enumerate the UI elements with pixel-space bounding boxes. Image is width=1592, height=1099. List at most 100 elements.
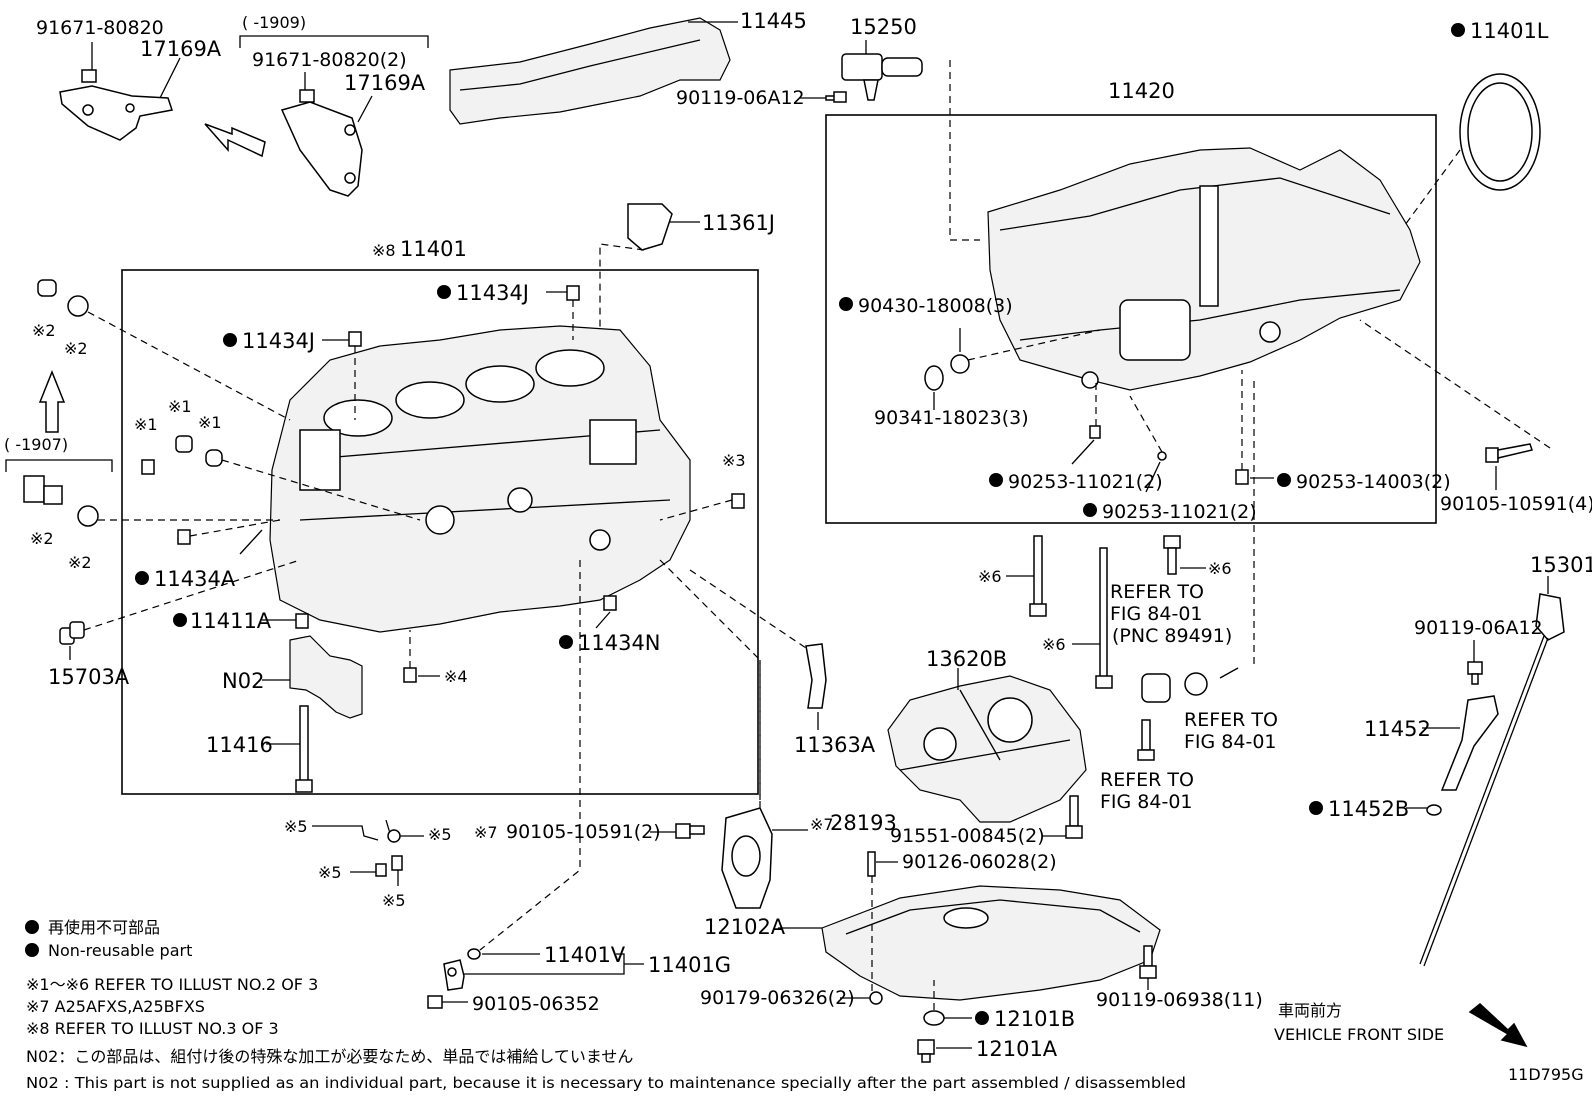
label-m7a: ※7 bbox=[474, 823, 498, 842]
label-90105-06352: 90105-06352 bbox=[472, 993, 600, 1015]
label-m5d: ※5 bbox=[382, 891, 406, 910]
oil-pressure-switch bbox=[23, 475, 63, 505]
dot-11401l bbox=[1451, 23, 1465, 37]
pin-90253-11021-a bbox=[1089, 425, 1101, 439]
label-11411a: 11411A bbox=[190, 609, 272, 633]
dash-m2 bbox=[87, 311, 291, 421]
legend-en: Non-reusable part bbox=[48, 941, 192, 960]
dowel-11434j-1 bbox=[566, 285, 580, 301]
label-90105-10591-2: 90105-10591(2) bbox=[506, 821, 661, 843]
pin-90253-11021-b bbox=[1157, 451, 1167, 461]
label-11361j: 11361J bbox=[702, 211, 775, 235]
dot-11434j-1 bbox=[437, 285, 451, 299]
bolt-11416 bbox=[295, 705, 313, 793]
label-m5b: ※5 bbox=[428, 825, 452, 844]
engine-hanger-bracket-left bbox=[59, 69, 173, 141]
nut-90179 bbox=[869, 991, 883, 1005]
plug-12101a bbox=[917, 1039, 935, 1063]
label-11401: 11401 bbox=[400, 237, 467, 261]
union-11401g bbox=[443, 959, 465, 991]
gasket-12101b bbox=[923, 1010, 945, 1026]
label-11363a: 11363A bbox=[794, 733, 876, 757]
dash-15250 bbox=[949, 60, 980, 241]
label-m2a: ※2 bbox=[32, 321, 56, 340]
dot-12101b bbox=[975, 1011, 989, 1025]
leader-17169a-right bbox=[357, 95, 373, 123]
label-13620b: 13620B bbox=[926, 647, 1007, 671]
leader-pin-a bbox=[1071, 439, 1095, 465]
dash-pin-b bbox=[1129, 395, 1163, 453]
label-12101b: 12101B bbox=[994, 1007, 1075, 1031]
label-11434n: 11434N bbox=[578, 631, 661, 655]
oring-11452b bbox=[1426, 804, 1442, 816]
dot-90253-c bbox=[1277, 473, 1291, 487]
bolt-90105-10591-2 bbox=[675, 823, 705, 839]
dowel-m4 bbox=[403, 667, 417, 683]
legend-dot-jp bbox=[25, 920, 39, 934]
label-m6a: ※6 bbox=[978, 567, 1002, 586]
note-1-6: ※1～※6 REFER TO ILLUST NO.2 OF 3 bbox=[26, 975, 318, 994]
pin-m1a bbox=[141, 459, 155, 475]
dash-11361j bbox=[599, 243, 645, 340]
dot-11434j-2 bbox=[223, 333, 237, 347]
note-n02-en: N02 : This part is not supplied as an in… bbox=[26, 1074, 1186, 1092]
label-m1a: ※1 bbox=[134, 415, 158, 434]
label-90430: 90430-18008(3) bbox=[858, 295, 1013, 317]
label-90119-06938: 90119-06938(11) bbox=[1096, 989, 1263, 1011]
oil-pan-no1-11420 bbox=[987, 147, 1421, 391]
bolt-91551 bbox=[1065, 795, 1083, 839]
oil-control-valve-15250 bbox=[841, 53, 923, 101]
seal-m2d bbox=[77, 505, 99, 527]
leader-11434n bbox=[595, 611, 611, 629]
dash-block-right bbox=[659, 559, 761, 800]
diagram-code: 11D795G bbox=[1508, 1065, 1584, 1084]
dot-90430 bbox=[839, 297, 853, 311]
legend-dot-en bbox=[25, 943, 39, 957]
clamp-m5a bbox=[346, 825, 379, 841]
bolt-90119-06938 bbox=[1139, 945, 1157, 979]
label-90105-10591-4: 90105-10591(4) bbox=[1440, 493, 1592, 515]
dash-bolt-4 bbox=[1359, 319, 1551, 449]
label-refer3b: FIG 84-01 bbox=[1100, 791, 1193, 813]
range-bracket-1907 bbox=[5, 459, 113, 472]
dash-15703a bbox=[83, 559, 301, 631]
dot-11452b bbox=[1309, 801, 1323, 815]
label-refer3: REFER TO bbox=[1100, 769, 1194, 791]
legend-jp: 再使用不可部品 bbox=[48, 918, 160, 937]
dowel-11434n bbox=[603, 595, 617, 611]
dot-11411a bbox=[173, 613, 187, 627]
label-11434j-2: 11434J bbox=[242, 329, 315, 353]
label-90253-b: 90253-11021(2) bbox=[1102, 501, 1257, 523]
plug-m1b bbox=[175, 435, 193, 453]
label-refer2: REFER TO bbox=[1184, 709, 1278, 731]
label-refer1c: (PNC 89491) bbox=[1112, 625, 1232, 647]
cylinder-block-11401 bbox=[269, 325, 691, 633]
dowel-11434a bbox=[177, 529, 191, 545]
label-n02: N02 bbox=[222, 669, 264, 693]
bolt-90119-06a12-right bbox=[1467, 661, 1483, 685]
label-11401g: 11401G bbox=[648, 953, 731, 977]
label-m5c: ※5 bbox=[318, 863, 342, 882]
pin-90253-14003 bbox=[1235, 469, 1249, 485]
label-11445: 11445 bbox=[740, 9, 807, 33]
range-bracket-1909 bbox=[239, 35, 429, 48]
gasket-28193 bbox=[721, 807, 773, 909]
label-90119-06a12-right: 90119-06A12 bbox=[1414, 617, 1543, 639]
label-m1b: ※1 bbox=[168, 397, 192, 416]
insulator-11445 bbox=[449, 17, 731, 125]
gasket-11361j bbox=[627, 203, 673, 251]
label-17169a-right: 17169A bbox=[344, 71, 426, 95]
seal-m2b bbox=[67, 295, 89, 317]
label-11420: 11420 bbox=[1108, 79, 1175, 103]
label-11452: 11452 bbox=[1364, 717, 1431, 741]
engine-hanger-bracket-right bbox=[280, 89, 363, 197]
label-28193: 28193 bbox=[830, 811, 897, 835]
note-n02-jp: N02：この部品は、組付け後の特殊な加工が必要なため、単品では補給していません bbox=[26, 1047, 633, 1066]
label-mark8: ※8 bbox=[372, 241, 396, 260]
oil-seal-11401l bbox=[1459, 73, 1541, 191]
note-7: ※7 A25AFXS,A25BFXS bbox=[26, 997, 205, 1016]
leader-17169a-left bbox=[159, 57, 181, 99]
label-m6c: ※6 bbox=[1208, 559, 1232, 578]
bolt-90105-06352 bbox=[427, 995, 443, 1009]
